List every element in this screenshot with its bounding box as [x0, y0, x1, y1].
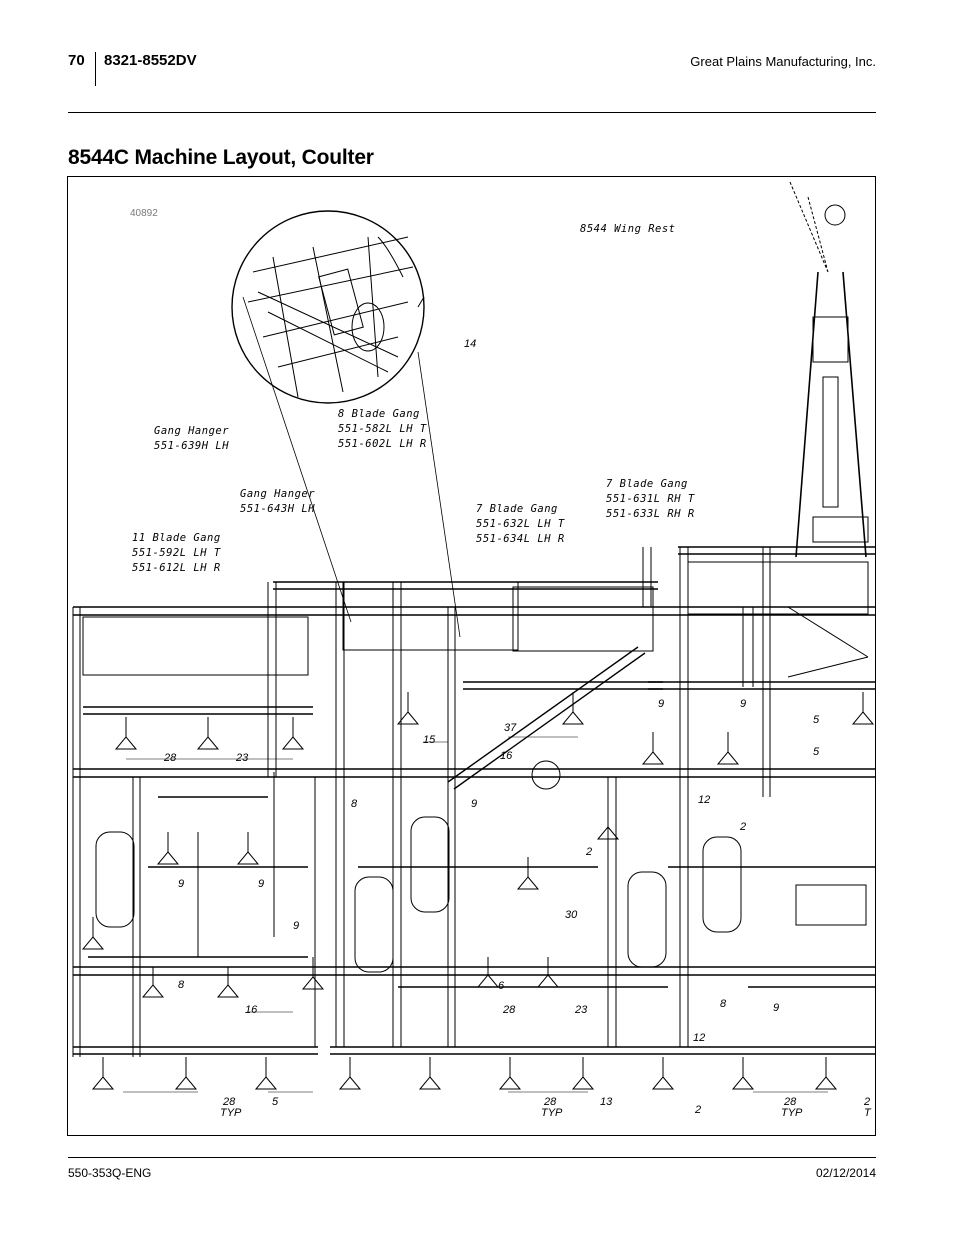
dim-8-seven-eighths: 8: [178, 979, 185, 991]
header-divider: [95, 52, 96, 86]
callout-7-blade-gang-rh: 7 Blade Gang 551-631L RH T 551-633L RH R: [606, 478, 695, 520]
dim-12: 12: [698, 794, 711, 806]
layout-drawing: [72, 181, 875, 1093]
dim-13-half: 13: [600, 1096, 613, 1108]
dim-2-b: 2: [586, 846, 593, 858]
dim-28-b: 28: [503, 1004, 516, 1016]
callout-wing-rest: 8544 Wing Rest: [580, 223, 676, 235]
page-title: 8544C Machine Layout, Coulter: [68, 146, 374, 169]
gang-row-left: [82, 561, 869, 676]
dim-2: 2: [740, 821, 747, 833]
dim-5-half-b: 5: [813, 746, 820, 758]
dim-16: 16: [500, 750, 513, 762]
dim-typ-cut: T: [864, 1107, 871, 1119]
dim-28: 28: [164, 752, 177, 764]
header-rule: [68, 112, 876, 113]
dim-2-half: 2: [695, 1104, 702, 1116]
dim-14-detail: 14: [464, 338, 477, 350]
machine-layout-figure: 40892 8544 Wing Rest Gang Hanger 551-639…: [67, 176, 876, 1136]
dim-23: 23: [236, 752, 249, 764]
dim-9: 9: [740, 698, 747, 710]
dim-15-half: 15: [423, 734, 436, 746]
dim-28-typ-b: 28: [544, 1096, 557, 1108]
coulter-shanks: [81, 692, 875, 1090]
dim-9-half-b: 9: [471, 798, 478, 810]
page-number: 70: [68, 52, 85, 69]
dim-typ-a: TYP: [220, 1107, 242, 1119]
dim-28-typ-c: 28: [784, 1096, 797, 1108]
dim-9-g: 9: [773, 1002, 780, 1014]
dim-5-c: 5: [272, 1096, 279, 1108]
dim-typ-c: TYP: [781, 1107, 803, 1119]
document-id: 8321-8552DV: [104, 52, 197, 69]
hitch-assembly: [789, 181, 869, 558]
dim-16-b: 16: [245, 1004, 258, 1016]
dim-12-half: 12: [693, 1032, 706, 1044]
figure-number: 40892: [130, 208, 158, 219]
dim-28-typ-a: 28: [223, 1096, 236, 1108]
dim-9-half: 9: [658, 698, 665, 710]
callout-gang-hanger-639h: Gang Hanger 551-639H LH: [154, 425, 230, 452]
tires: [95, 816, 867, 973]
detail-circle: [231, 210, 425, 404]
dim-8-half: 8: [351, 798, 358, 810]
callout-7-blade-gang-lh: 7 Blade Gang 551-632L LH T 551-634L LH R: [476, 503, 565, 545]
callout-8-blade-gang: 8 Blade Gang 551-582L LH T 551-602L LH R: [338, 408, 427, 450]
dim-6-half: 6: [498, 980, 505, 992]
dim-30: 30: [565, 909, 578, 921]
dim-23-b: 23: [575, 1004, 588, 1016]
footer-date: 02/12/2014: [815, 1166, 876, 1180]
dim-9-c: 9: [178, 878, 185, 890]
footer-rule: [68, 1157, 876, 1158]
dim-5-half: 5: [813, 714, 820, 726]
company-name: Great Plains Manufacturing, Inc.: [690, 54, 876, 69]
callout-gang-hanger-643h: Gang Hanger 551-643H LH: [240, 488, 316, 515]
dim-typ-b: TYP: [541, 1107, 563, 1119]
dim-2-cut: 2: [864, 1096, 871, 1108]
dim-9-e: 9: [293, 920, 300, 932]
dimension-lines: [123, 736, 828, 1093]
dim-9-d: 9: [258, 878, 265, 890]
dim-8-half-b: 8: [720, 998, 727, 1010]
frame-verticals: [72, 547, 771, 1057]
dim-37-half: 37: [504, 722, 517, 734]
footer-doc-code: 550-353Q-ENG: [68, 1166, 152, 1180]
callout-11-blade-gang: 11 Blade Gang 551-592L LH T 551-612L LH …: [132, 532, 221, 574]
